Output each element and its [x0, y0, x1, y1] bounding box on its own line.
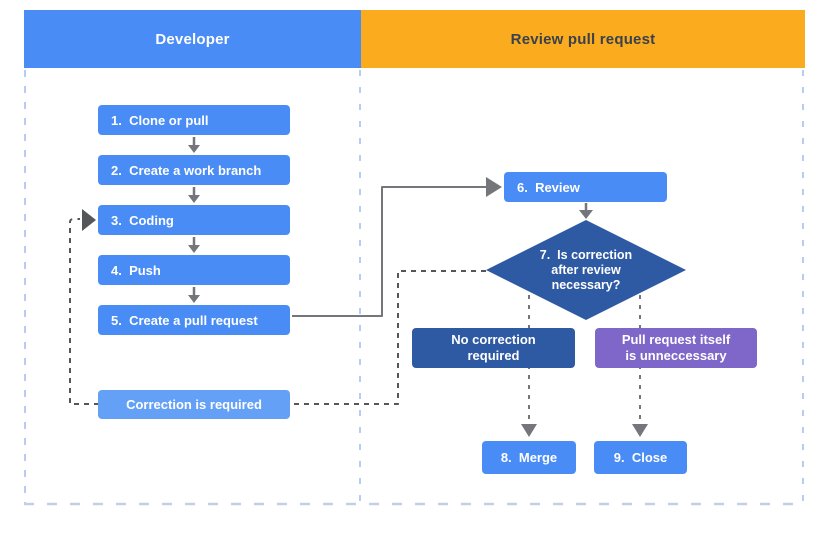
decision-line-1: 7. Is correction: [539, 247, 633, 262]
step-8-label: 8. Merge: [500, 450, 558, 465]
developer-lane-header: Developer: [24, 10, 361, 68]
lane-borders: [24, 70, 804, 506]
step-2-box: 2. Create a work branch: [98, 155, 290, 185]
pr-unnecessary-label-box: Pull request itself is unneccessary: [595, 328, 757, 368]
step-1-label: 1. Clone or pull: [111, 112, 209, 128]
step-1-box: 1. Clone or pull: [98, 105, 290, 135]
arrow-step4-step5: [188, 287, 200, 303]
step-6-label: 6. Review: [517, 179, 580, 195]
pr-unnecessary-line-1: Pull request itself: [621, 332, 731, 348]
correction-required-box: Correction is required: [98, 390, 290, 419]
step-3-box: 3. Coding: [98, 205, 290, 235]
no-correction-label-box: No correction required: [412, 328, 575, 368]
step-9-label: 9. Close: [613, 450, 668, 465]
correction-required-label: Correction is required: [126, 397, 262, 412]
step-5-box: 5. Create a pull request: [98, 305, 290, 335]
arrowhead-into-review: [486, 177, 502, 197]
step-6-box: 6. Review: [504, 172, 667, 202]
step-9-box: 9. Close: [594, 441, 687, 474]
review-lane-title: Review pull request: [510, 30, 656, 48]
arrow-step6-decision: [579, 203, 593, 219]
review-lane-header: Review pull request: [361, 10, 805, 68]
connector-step5-step6: [292, 177, 502, 317]
loopback-arrowhead-icon: [82, 209, 96, 231]
step-4-box: 4. Push: [98, 255, 290, 285]
no-correction-line-1: No correction: [451, 332, 536, 348]
step-4-label: 4. Push: [111, 262, 161, 278]
step-2-label: 2. Create a work branch: [111, 162, 262, 178]
arrow-step2-step3: [188, 187, 200, 203]
decision-line-2: after review: [551, 262, 621, 277]
step-3-label: 3. Coding: [111, 212, 174, 228]
no-correction-line-2: required: [467, 348, 520, 363]
step-arrows: [188, 137, 200, 303]
pr-unnecessary-line-2: is unneccessary: [625, 348, 727, 363]
developer-lane-title: Developer: [155, 30, 230, 48]
decision-line-3: necessary?: [551, 277, 621, 292]
step-5-label: 5. Create a pull request: [111, 312, 258, 328]
arrow-step1-step2: [188, 137, 200, 153]
arrow-step3-step4: [188, 237, 200, 253]
step-8-box: 8. Merge: [482, 441, 576, 474]
